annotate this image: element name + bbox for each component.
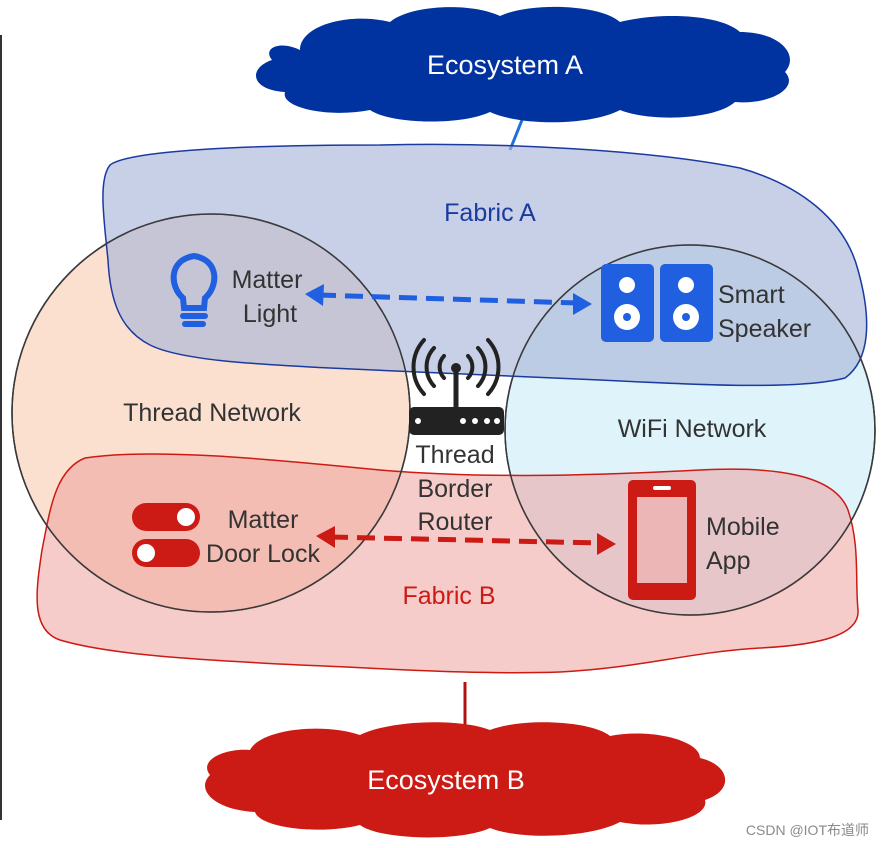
border-router-label-line1: Thread — [415, 441, 494, 469]
smart-speaker-label-line2: Speaker — [718, 315, 811, 343]
ecosystem-b-cloud — [205, 722, 726, 838]
thread-network-label: Thread Network — [123, 399, 301, 427]
wifi-network-label: WiFi Network — [618, 415, 767, 443]
ecosystem-a-cloud — [256, 6, 790, 123]
fabric-a-label: Fabric A — [444, 199, 536, 227]
smartphone-icon — [628, 480, 696, 600]
fabric-a-region — [102, 143, 868, 387]
wifi-network-outline — [504, 244, 876, 616]
door-lock-app-link — [316, 526, 616, 555]
border-router-label-line3: Router — [417, 508, 492, 536]
ecosystem-b-label: Ecosystem B — [367, 765, 525, 795]
fabric-b-label: Fabric B — [402, 582, 495, 610]
router-icon — [409, 338, 504, 435]
door-lock-label-line1: Matter — [228, 506, 299, 534]
mobile-app-label-line1: Mobile — [706, 513, 780, 541]
speaker-icon — [601, 264, 713, 342]
light-speaker-link — [305, 284, 592, 315]
door-lock-label-line2: Door Lock — [206, 540, 320, 568]
matter-light-label-line1: Matter — [232, 266, 303, 294]
smart-speaker-label-line1: Smart — [718, 281, 785, 309]
mobile-app-label-line2: App — [706, 547, 750, 575]
ecosystem-a-connector — [508, 119, 524, 151]
ecosystem-a-label: Ecosystem A — [427, 50, 583, 80]
border-router-label-line2: Border — [417, 475, 492, 503]
watermark-text: CSDN @IOT布道师 — [746, 822, 869, 838]
lightbulb-icon — [170, 252, 218, 327]
toggle-switch-icon — [132, 503, 200, 567]
matter-light-label-line2: Light — [243, 300, 297, 328]
